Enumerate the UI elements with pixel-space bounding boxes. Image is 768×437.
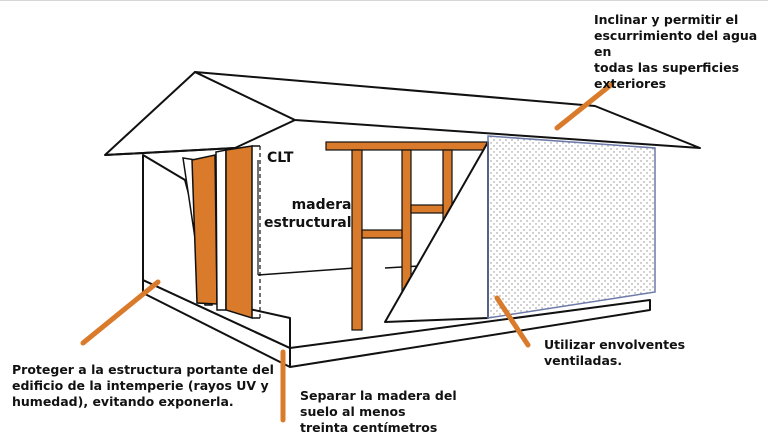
- left-side-wall: [142, 154, 291, 349]
- ground-separation-note: Separar la madera del suelo al menos tre…: [300, 388, 457, 435]
- top-divider: [0, 0, 768, 1]
- protect-structure-note: Proteger a la estructura portante del ed…: [12, 362, 274, 409]
- leader-lines: [80, 81, 615, 423]
- roof: [104, 71, 701, 156]
- ventilated-envelope-note: Utilizar envolventes ventiladas.: [544, 337, 686, 368]
- clt-label: CLT: [267, 150, 294, 166]
- clt-panels: [182, 145, 261, 320]
- leader-envelope: [494, 295, 531, 348]
- leader-roof: [554, 81, 615, 131]
- structural-timber-label: madera estructural: [264, 197, 352, 231]
- ventilated-envelope-panel: [487, 135, 656, 319]
- leader-protect: [80, 279, 161, 346]
- slope-roof-note: Inclinar y permitir el escurrimiento del…: [594, 12, 758, 91]
